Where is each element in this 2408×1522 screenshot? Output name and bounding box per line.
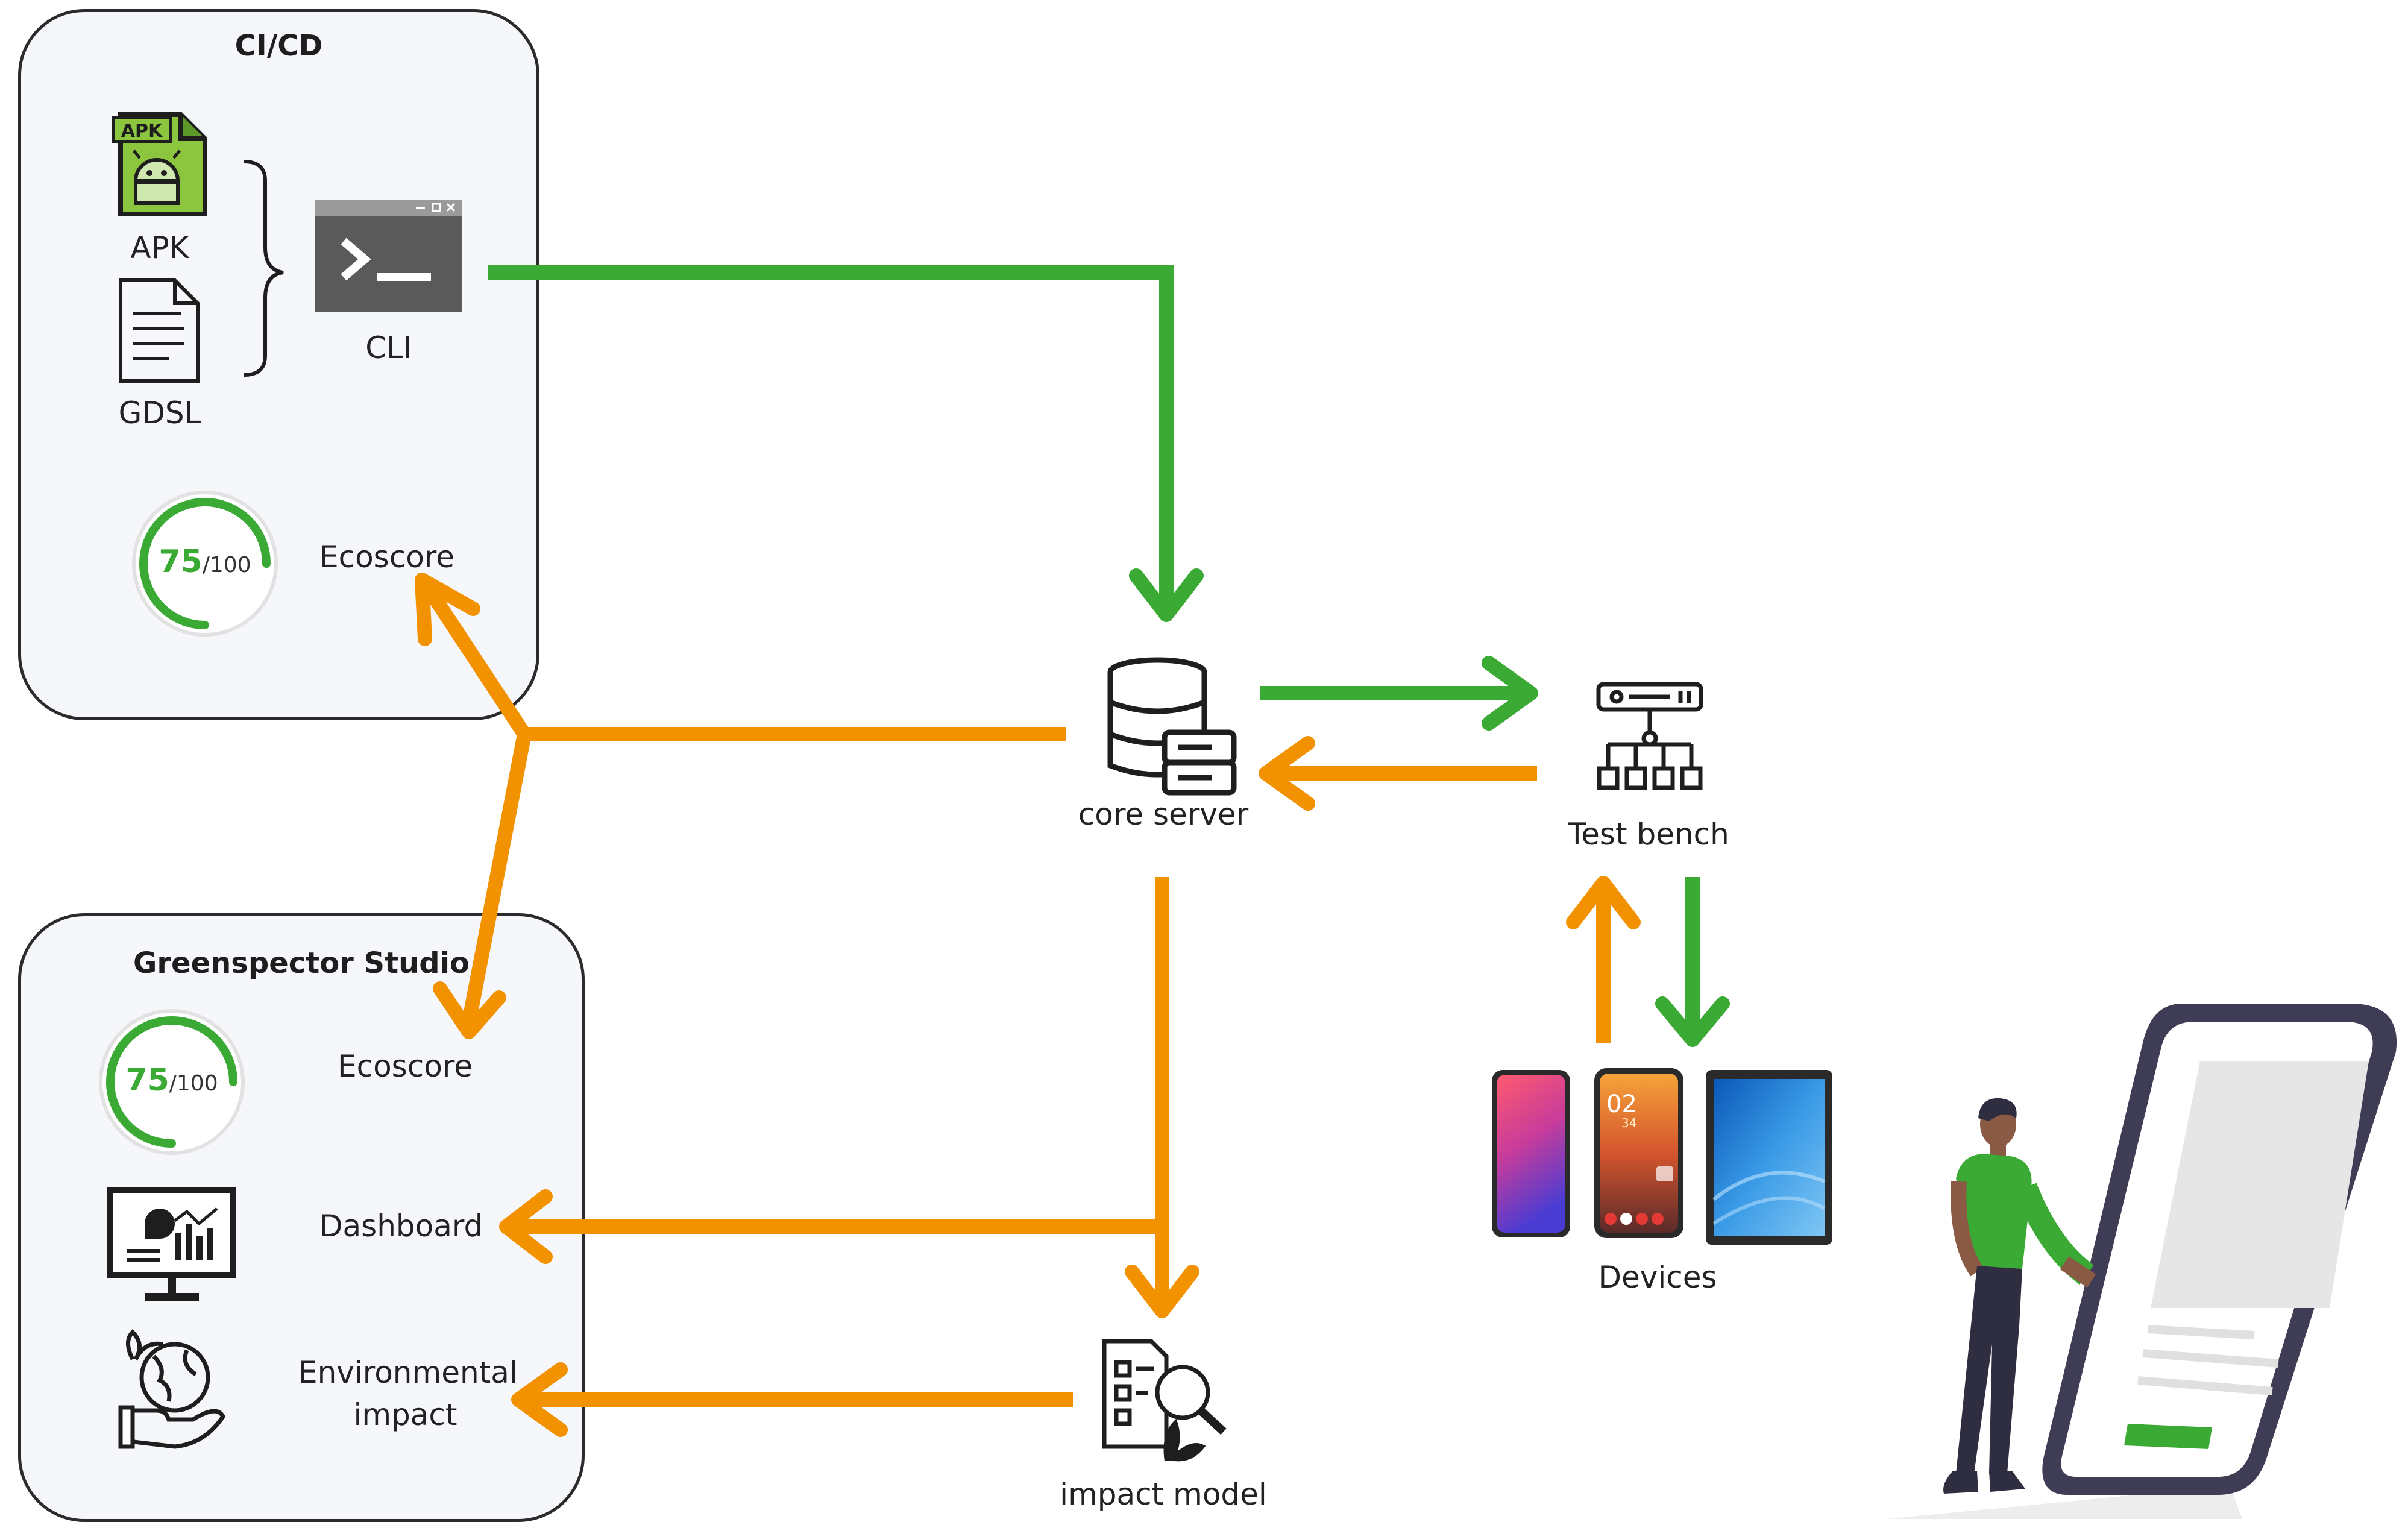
phone-clock-text: 02 bbox=[1606, 1090, 1637, 1118]
arrow-impact-to-env bbox=[511, 1362, 1073, 1437]
device-phone-gradient bbox=[1492, 1070, 1570, 1237]
arrow-cli-to-core bbox=[488, 265, 1204, 622]
cicd-ecoscore-gauge bbox=[132, 491, 278, 637]
studio-dashboard-label: Dashboard bbox=[319, 1209, 483, 1244]
cicd-ecoscore-max: /100 bbox=[202, 553, 251, 577]
gdsl-document-icon bbox=[119, 278, 200, 383]
studio-ecoscore-readout: 75/100 bbox=[112, 1062, 232, 1098]
grouping-brace bbox=[244, 160, 284, 377]
cicd-title: CI/CD bbox=[234, 29, 323, 63]
person-with-phone-illustration bbox=[1887, 1004, 2397, 1519]
studio-ecoscore-gauge bbox=[99, 1009, 245, 1155]
environment-hand-globe-icon bbox=[118, 1329, 226, 1449]
studio-ecoscore-label: Ecoscore bbox=[338, 1049, 473, 1084]
studio-title: Greenspector Studio bbox=[133, 946, 470, 980]
phone-clock-sub-text: 34 bbox=[1621, 1116, 1636, 1130]
test-bench-network-icon bbox=[1596, 682, 1703, 790]
arrow-core-to-ecoscores bbox=[415, 573, 1066, 1039]
arrow-testbench-to-devices bbox=[1655, 877, 1730, 1047]
impact-model-label: impact model bbox=[1060, 1477, 1267, 1512]
apk-file-icon: APK bbox=[112, 112, 207, 216]
studio-ecoscore-max: /100 bbox=[169, 1071, 218, 1096]
cicd-panel: CI/CD bbox=[18, 9, 539, 720]
core-server-label: core server bbox=[1078, 797, 1249, 832]
studio-env-impact-label: Environmental impact bbox=[298, 1355, 518, 1432]
impact-model-checklist-icon bbox=[1102, 1339, 1227, 1462]
apk-label: APK bbox=[130, 230, 189, 265]
arrow-testbench-to-core bbox=[1259, 736, 1537, 811]
arrow-core-to-impact bbox=[1125, 877, 1199, 1318]
cicd-ecoscore-value: 75 bbox=[159, 544, 203, 580]
device-phone-android: 02 34 bbox=[1594, 1068, 1683, 1238]
core-server-icon bbox=[1107, 657, 1237, 796]
arrow-to-dashboard bbox=[499, 1189, 1162, 1264]
device-tablet bbox=[1706, 1070, 1832, 1245]
arrow-devices-to-testbench bbox=[1566, 876, 1641, 1043]
cicd-ecoscore-label: Ecoscore bbox=[319, 539, 455, 574]
cli-label: CLI bbox=[365, 330, 412, 365]
cli-terminal-icon bbox=[315, 200, 462, 312]
dashboard-monitor-icon bbox=[107, 1187, 236, 1301]
test-bench-label: Test bench bbox=[1568, 817, 1729, 852]
studio-ecoscore-value: 75 bbox=[125, 1062, 169, 1098]
arrow-core-to-testbench bbox=[1260, 656, 1538, 731]
devices-label: Devices bbox=[1598, 1260, 1717, 1295]
apk-badge-text: APK bbox=[121, 121, 163, 142]
gdsl-label: GDSL bbox=[118, 395, 201, 430]
cicd-ecoscore-readout: 75/100 bbox=[145, 544, 265, 580]
